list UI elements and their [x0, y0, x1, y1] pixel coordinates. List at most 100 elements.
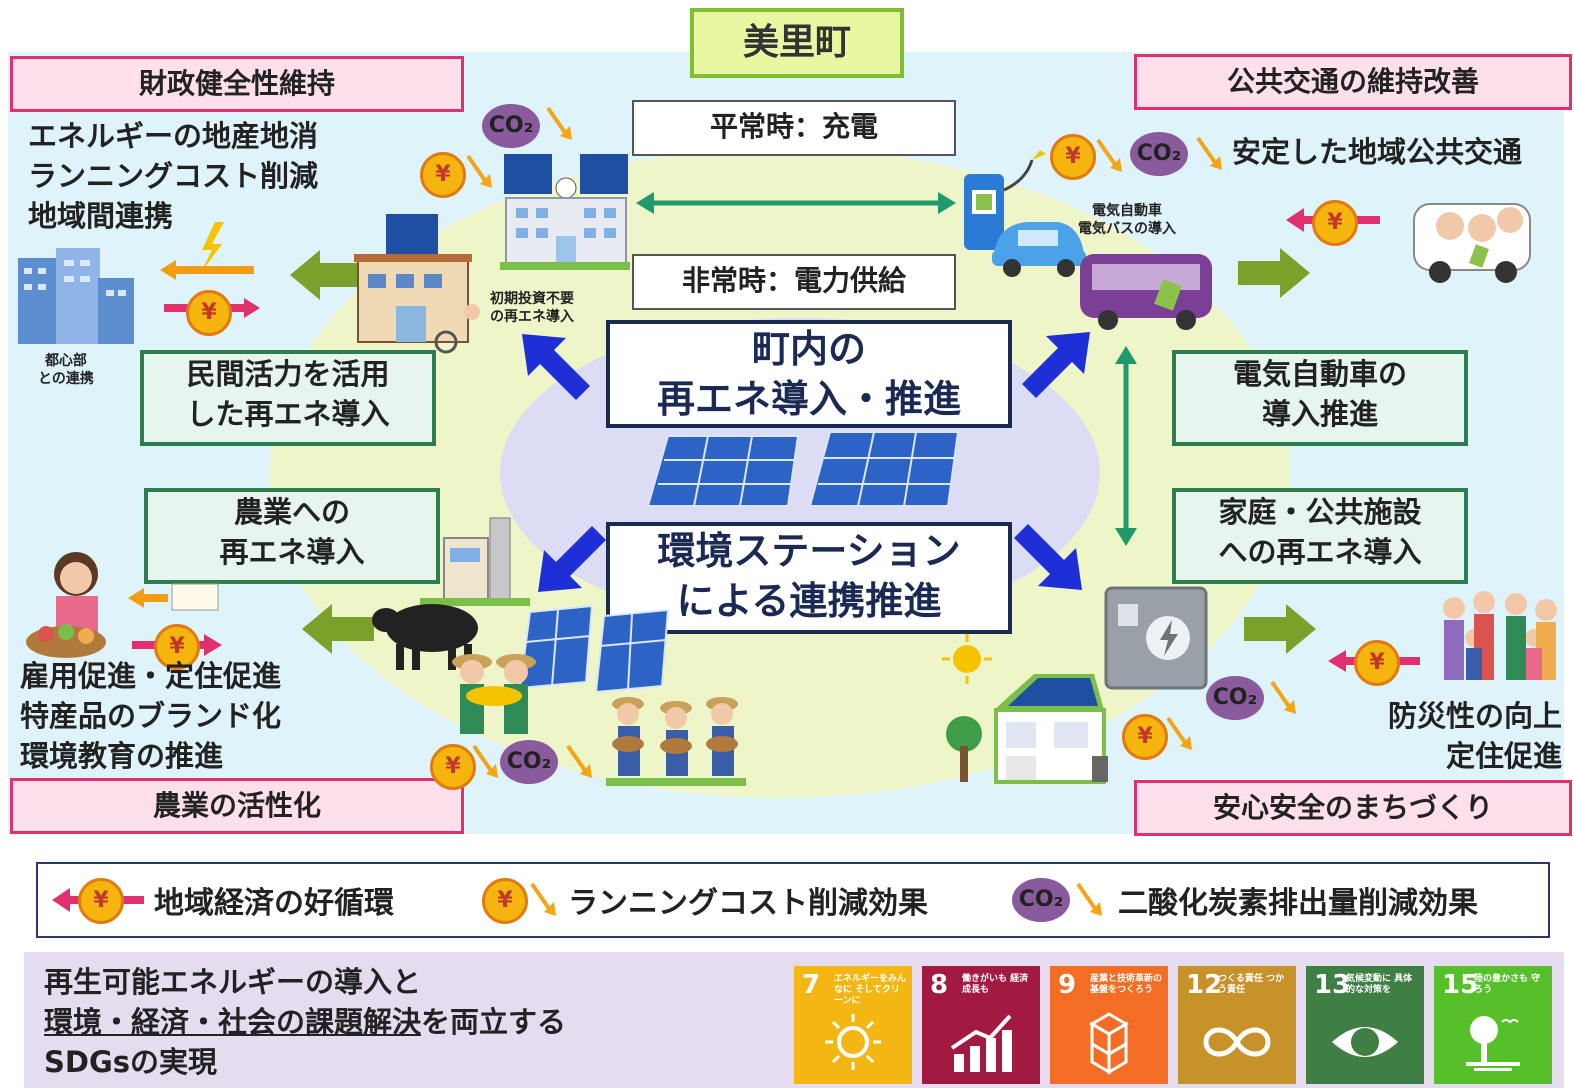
box-private-renewable: 民間活力を活用 した再エネ導入	[140, 350, 436, 446]
family-icon	[1443, 591, 1557, 680]
sdg-number: 15	[1442, 970, 1479, 1000]
box-home-renewable: 家庭・公共施設 への再エネ導入	[1172, 488, 1468, 584]
double-arrow-horizontal-icon	[636, 192, 956, 214]
text-line: 防災性の向上	[1387, 699, 1562, 733]
text-line: エネルギーの地産地消	[28, 119, 319, 153]
green-arrow-left-icon	[290, 250, 362, 300]
down-arrow-icon	[1270, 680, 1296, 714]
blue-arrow-down-right-icon	[1014, 524, 1082, 590]
down-arrow-icon	[1096, 138, 1122, 172]
text-line: 環境ステーション	[657, 529, 961, 573]
footer-line1: 再生可能エネルギーの導入と	[44, 965, 422, 999]
down-arrow-icon	[546, 106, 572, 140]
sdg-15-icon: 15 陸の豊かさも 守ろう	[1434, 966, 1552, 1084]
school-solar-icon	[500, 154, 630, 270]
green-arrow-right-icon	[1238, 248, 1310, 298]
text-line: 農業への	[233, 495, 350, 529]
footer-line3: SDGsの実現	[44, 1045, 218, 1079]
city-buildings-icon	[18, 248, 134, 344]
bottom-left-text: 雇用促進・定住促進 特産品のブランド化 環境教育の推進	[20, 656, 281, 776]
text-line: 電気自動車の	[1232, 357, 1407, 391]
down-arrow-icon	[1166, 716, 1192, 750]
text-line: 地域間連携	[28, 199, 174, 233]
text-line: 町内の	[751, 327, 866, 371]
text-line: との連携	[38, 371, 94, 387]
sun-power-icon	[825, 1014, 881, 1070]
box-ev-promotion: 電気自動車の 導入推進	[1172, 350, 1468, 446]
down-arrow-icon	[1076, 882, 1102, 916]
sdg-label: つくる責任 つかう責任	[1218, 974, 1284, 995]
yen-coin-icon: ¥	[430, 744, 476, 790]
footer-rest: を両立する	[421, 1005, 567, 1039]
blue-arrow-up-right-icon	[1022, 332, 1090, 398]
yen-coin-icon: ¥	[1122, 714, 1168, 760]
growth-chart-icon	[950, 1014, 1012, 1072]
sdg-number: 12	[1186, 970, 1223, 1000]
co2-icon: CO₂	[1130, 132, 1188, 176]
text-line: 初期投資不要	[490, 291, 574, 307]
down-arrow-icon	[530, 882, 556, 916]
yen-coin-icon: ¥	[78, 878, 124, 924]
green-arrow-right-icon	[1244, 604, 1316, 654]
sdg-number: 13	[1314, 970, 1351, 1000]
text-line: 再エネ導入	[219, 535, 365, 569]
sdg-number: 9	[1058, 970, 1077, 1000]
double-arrow-vertical-icon	[1115, 346, 1137, 546]
solar-array-icon	[646, 431, 960, 507]
community-van-icon	[1413, 203, 1531, 283]
text-line: ランニングコスト削減	[28, 159, 319, 193]
text-line: 民間活力を活用	[186, 357, 390, 391]
sdg-label: 陸の豊かさも 守ろう	[1474, 974, 1541, 995]
text-line: 再エネ導入・推進	[656, 377, 961, 421]
legend: ¥ 地域経済の好循環 ¥ ランニングコスト削減効果 CO₂ 二酸化炭素排出量削減…	[36, 862, 1550, 938]
earth-eye-icon	[1332, 1027, 1398, 1057]
top-left-text: エネルギーの地産地消 ランニングコスト削減 地域間連携	[28, 116, 318, 236]
cubes-icon	[1089, 1012, 1129, 1075]
urban-label: 都心部 との連携	[38, 352, 94, 388]
sdg-label: 産業と技術革新の 基盤をつくろう	[1090, 974, 1163, 995]
corner-top-right: 公共交通の維持改善	[1134, 54, 1572, 110]
bubble-normal: 平常時：充電	[632, 100, 956, 156]
co2-icon: CO₂	[1012, 878, 1070, 922]
text-line: の再エネ導入	[490, 309, 574, 325]
bottom-right-text: 防災性の向上 定住促進	[1360, 696, 1562, 776]
sdg-9-icon: 9 産業と技術革新の 基盤をつくろう	[1050, 966, 1168, 1084]
sdg-number: 7	[802, 970, 821, 1000]
text-line: 雇用促進・定住促進	[20, 659, 282, 693]
down-arrow-icon	[472, 744, 498, 778]
farmers-couple-icon	[452, 654, 536, 734]
text-line: 電気バスの導入	[1078, 221, 1176, 237]
care-facility-icon	[354, 214, 480, 354]
legend-cycle-label: 地域経済の好循環	[154, 886, 394, 921]
sdg-label: 働きがいも 経済成長も	[962, 974, 1029, 995]
tree-land-icon	[1466, 1016, 1520, 1071]
sdg-8-icon: 8 働きがいも 経済成長も	[922, 966, 1040, 1084]
green-arrow-left-icon	[302, 604, 374, 654]
farm-solar-icon	[518, 604, 670, 694]
text-line: 環境教育の推進	[20, 739, 224, 773]
center-bottom-box: 環境ステーション による連携推進	[606, 522, 1012, 634]
text-line: 都心部	[44, 353, 87, 369]
blue-arrow-down-left-icon	[538, 526, 606, 592]
yen-coin-icon: ¥	[1050, 134, 1096, 180]
text-line: による連携推進	[676, 579, 942, 623]
down-arrow-icon	[466, 154, 492, 188]
footer-panel: 再生可能エネルギーの導入と 環境・経済・社会の課題解決を両立する SDGsの実現…	[24, 952, 1564, 1088]
co2-icon: CO₂	[1206, 676, 1264, 720]
corner-top-left: 財政健全性維持	[10, 56, 464, 112]
footer-line2: 環境・経済・社会の課題解決を両立する	[44, 1002, 566, 1042]
legend-cost-label: ランニングコスト削減効果	[568, 886, 928, 921]
feed-factory-icon	[420, 517, 530, 606]
page-title: 美里町	[690, 8, 904, 78]
battery-storage-icon	[1104, 586, 1208, 690]
solar-house-icon	[946, 674, 1108, 784]
text-line: への再エネ導入	[1218, 535, 1422, 569]
electric-bus-icon	[1080, 254, 1212, 330]
box-agri-renewable: 農業への 再エネ導入	[144, 488, 440, 584]
yen-coin-icon: ¥	[1354, 640, 1400, 686]
legend-co2-label: 二酸化炭素排出量削減効果	[1118, 886, 1478, 921]
text-line: 電気自動車	[1092, 203, 1162, 219]
co2-icon: CO₂	[500, 740, 558, 784]
infinity-icon	[1203, 1027, 1271, 1057]
bubble-emergency: 非常時：電力供給	[632, 254, 956, 310]
